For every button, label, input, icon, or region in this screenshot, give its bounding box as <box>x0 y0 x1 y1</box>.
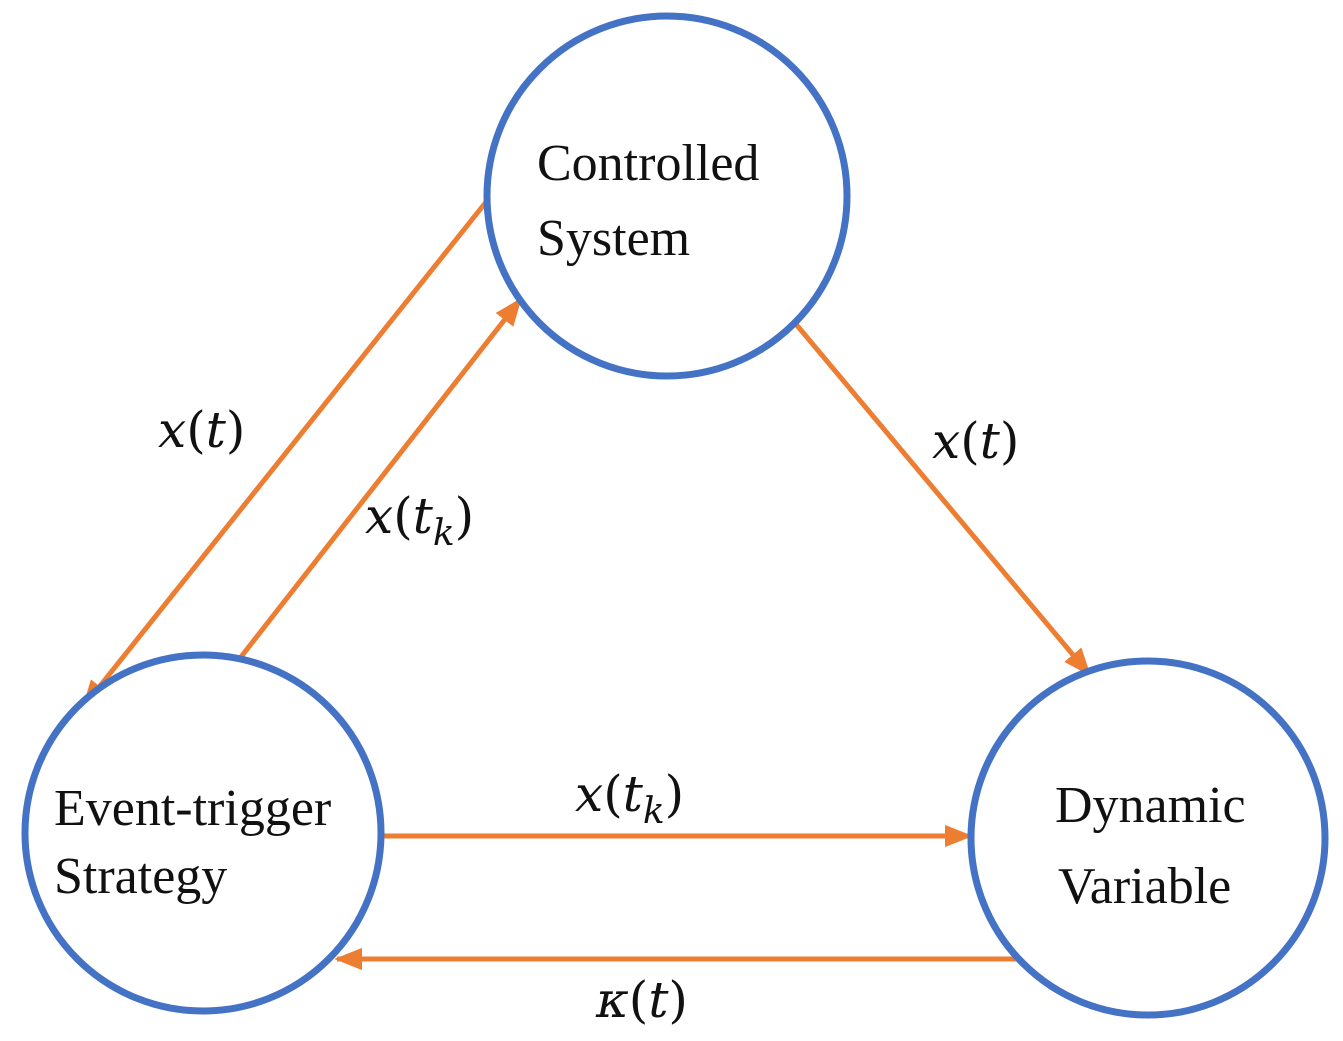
label-arg: t <box>206 401 227 459</box>
label-paren-open: ( <box>603 765 623 823</box>
node-event-trigger-line2: Strategy <box>54 848 227 905</box>
node-event-trigger: Event-trigger Strategy <box>21 651 385 1015</box>
edge-trigger-to-system <box>235 297 522 664</box>
label-symbol: x <box>575 765 603 823</box>
label-arg: t <box>623 765 644 823</box>
label-trigger-to-system: x(tk) <box>365 487 474 554</box>
label-paren-close: ) <box>665 765 685 823</box>
label-system-to-dynamic: x(t) <box>932 412 1019 470</box>
label-arg: t <box>413 487 434 545</box>
label-paren-open: ( <box>186 401 206 459</box>
node-event-trigger-line1: Event-trigger <box>54 780 331 837</box>
node-event-trigger-circle <box>21 651 385 1015</box>
label-subscript: k <box>643 791 665 832</box>
edge-system-to-trigger <box>82 195 492 709</box>
label-system-to-trigger: x(t) <box>158 401 245 459</box>
node-dynamic-variable-circle <box>967 657 1329 1019</box>
label-symbol: x <box>365 487 393 545</box>
node-controlled-system-line1: Controlled <box>537 135 759 192</box>
edges <box>82 195 1091 971</box>
label-paren-close: ) <box>226 401 246 459</box>
label-symbol: x <box>158 401 186 459</box>
label-dynamic-to-trigger: κ(t) <box>595 971 688 1029</box>
label-symbol: x <box>932 412 960 470</box>
node-dynamic-variable-line2: Variable <box>1058 858 1231 915</box>
label-paren-close: ) <box>1000 412 1020 470</box>
node-controlled-system-line2: System <box>537 210 690 267</box>
label-symbol: κ <box>595 971 629 1029</box>
label-arg: t <box>648 971 669 1029</box>
node-controlled-system-circle <box>483 12 851 380</box>
label-paren-open: ( <box>393 487 413 545</box>
label-arg: t <box>980 412 1001 470</box>
edge-system-to-dynamic <box>793 321 1091 677</box>
label-paren-open: ( <box>960 412 980 470</box>
label-paren-close: ) <box>455 487 475 545</box>
label-trigger-to-dynamic: x(tk) <box>575 765 684 832</box>
label-paren-open: ( <box>629 971 649 1029</box>
label-paren-close: ) <box>668 971 688 1029</box>
label-subscript: k <box>433 513 455 554</box>
node-controlled-system: Controlled System <box>483 12 851 380</box>
node-dynamic-variable-line1: Dynamic <box>1055 777 1246 834</box>
node-dynamic-variable: Dynamic Variable <box>967 657 1329 1019</box>
